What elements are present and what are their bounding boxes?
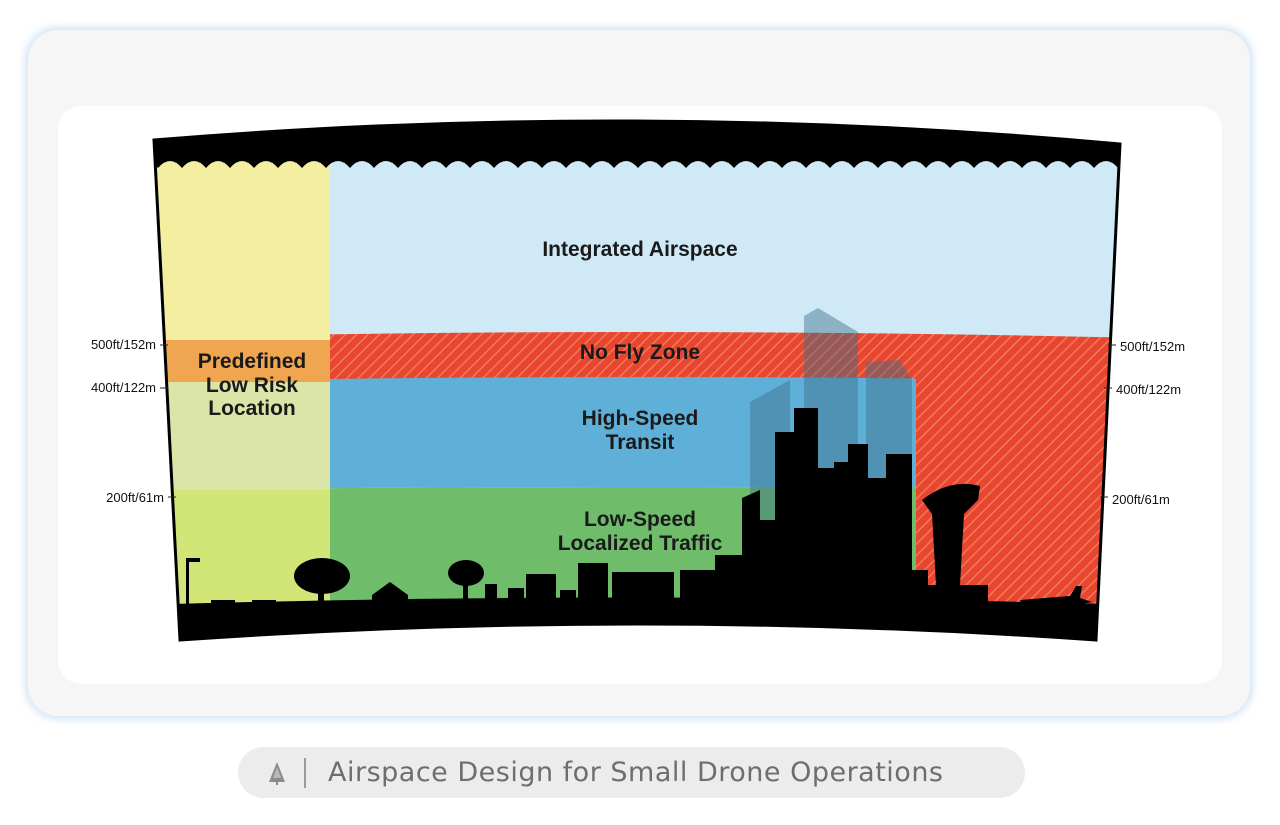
tree-icon [264, 760, 290, 786]
low-risk-location-label: Predefined Low Risk Location [172, 350, 332, 421]
ground [140, 598, 1140, 661]
no-fly-zone-label: No Fly Zone [540, 341, 740, 365]
caption-pill: Airspace Design for Small Drone Operatio… [238, 747, 1025, 798]
caption-separator [304, 758, 306, 788]
altitude-right-400: 400ft/122m [1116, 382, 1181, 397]
altitude-right-200: 200ft/61m [1112, 492, 1170, 507]
altitude-left-400: 400ft/122m [36, 380, 156, 395]
altitude-right-500: 500ft/152m [1120, 339, 1185, 354]
high-speed-transit-label: High-Speed Transit [540, 407, 740, 454]
caption-text: Airspace Design for Small Drone Operatio… [328, 757, 944, 788]
altitude-left-500: 500ft/152m [36, 337, 156, 352]
low-speed-traffic-label: Low-Speed Localized Traffic [510, 508, 770, 555]
altitude-left-200: 200ft/61m [44, 490, 164, 505]
integrated-airspace-label: Integrated Airspace [490, 238, 790, 262]
